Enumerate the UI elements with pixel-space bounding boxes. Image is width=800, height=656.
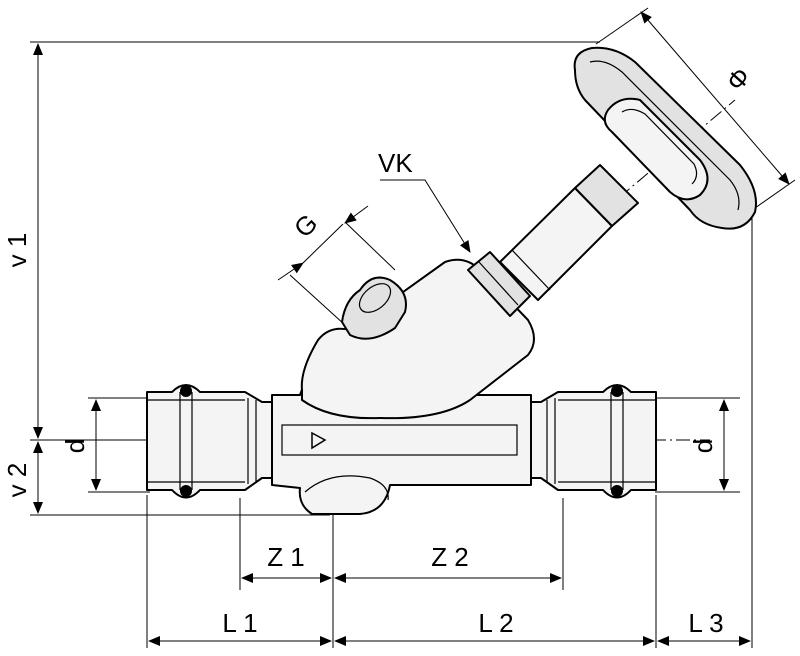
label-l3: L 3 (688, 608, 723, 638)
port-g-opening (358, 283, 392, 313)
label-vk: VK (378, 148, 413, 178)
extension-lines (30, 7, 796, 648)
label-g: G (288, 208, 324, 244)
handwheel (573, 46, 757, 230)
label-z1: Z 1 (267, 542, 305, 572)
label-l1: L 1 (222, 608, 257, 638)
o-ring-right-top (611, 385, 623, 397)
label-l2: L 2 (478, 608, 513, 638)
label-phi: Φ (720, 61, 756, 96)
label-d-right: d (688, 439, 718, 453)
o-ring-left-top (180, 385, 192, 397)
bonnet-housing (300, 251, 535, 420)
right-press-fitting (530, 384, 657, 499)
dim-phi (640, 11, 790, 185)
dim-g (277, 262, 304, 281)
flow-window (281, 424, 518, 456)
flow-arrow-icon (311, 431, 327, 450)
o-ring-left-bottom (180, 485, 192, 497)
label-v1: v 1 (2, 233, 32, 268)
dimension-lines (33, 11, 790, 646)
valve-stem (499, 164, 639, 301)
left-press-fitting (146, 384, 273, 499)
label-z2: Z 2 (431, 542, 469, 572)
vk-leader (380, 179, 471, 253)
label-v2: v 2 (2, 463, 32, 498)
o-ring-right-bottom (611, 485, 623, 497)
label-d-left: d (60, 439, 90, 453)
